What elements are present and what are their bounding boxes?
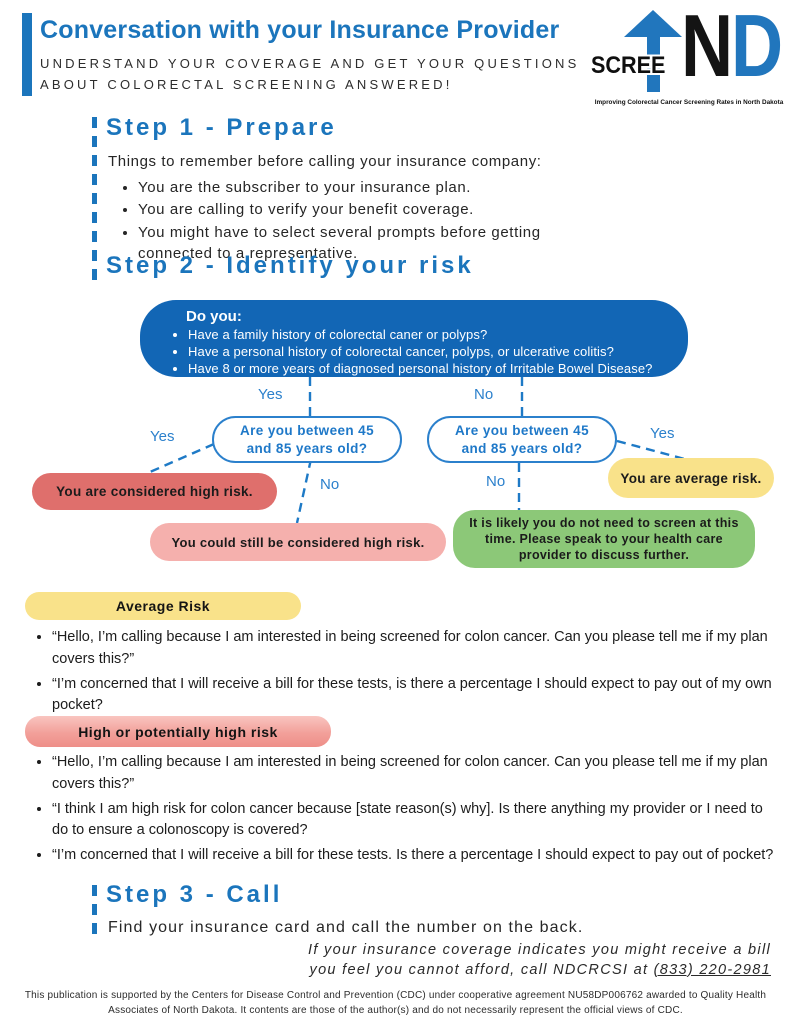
branch-label-no: No — [320, 476, 340, 493]
step1-heading: Step 1 - Prepare — [106, 114, 337, 141]
list-item: “Hello, I’m calling because I am interes… — [52, 752, 775, 796]
outcome-maybe-high-risk: You could still be considered high risk. — [150, 523, 446, 561]
step3-heading: Step 3 - Call — [106, 881, 283, 908]
step3-dashed-rule — [92, 885, 97, 942]
list-item: “Hello, I’m calling because I am interes… — [52, 627, 775, 671]
node-text-line: Are you between 45 — [240, 422, 374, 438]
branch-label-yes: Yes — [258, 386, 283, 403]
high-risk-script-list: “Hello, I’m calling because I am interes… — [30, 752, 775, 870]
list-item: “I think I am high risk for colon cancer… — [52, 799, 775, 843]
node-text-line: Are you between 45 — [455, 422, 589, 438]
branch-label-yes: Yes — [150, 428, 175, 445]
step1-dashed-rule — [92, 117, 97, 285]
logo-letter-n: N — [681, 0, 734, 95]
list-item: Have a personal history of colorectal ca… — [188, 343, 676, 360]
node-text-line: and 85 years old? — [246, 440, 368, 456]
average-risk-badge: Average Risk — [25, 592, 301, 620]
do-you-question-box: Do you: Have a family history of colorec… — [140, 300, 688, 377]
average-risk-script-list: “Hello, I’m calling because I am interes… — [30, 627, 775, 720]
subtitle-line-2: ABOUT COLORECTAL SCREENING ANSWERED! — [40, 76, 453, 92]
logo-tagline: Improving Colorectal Cancer Screening Ra… — [594, 99, 784, 106]
node-text-line: and 85 years old? — [461, 440, 583, 456]
logo-text-scree: SCREE — [591, 52, 666, 79]
screend-logo: SCREE N D Improving Colorectal Cancer Sc… — [591, 0, 787, 108]
age-question-node-right: Are you between 45 and 85 years old? — [427, 416, 617, 463]
branch-label-no: No — [486, 473, 506, 490]
step1-bullet-list: You are the subscriber to your insurance… — [118, 177, 608, 265]
age-question-node-left: Are you between 45 and 85 years old? — [212, 416, 402, 463]
note-line-1: If your insurance coverage indicates you… — [308, 942, 771, 958]
affordability-note: If your insurance coverage indicates you… — [308, 941, 771, 980]
note-line-2: you feel you cannot afford, call NDCRCSI… — [308, 961, 771, 981]
page-subtitle: UNDERSTAND YOUR COVERAGE AND GET YOUR QU… — [40, 54, 580, 96]
footer-disclaimer: This publication is supported by the Cen… — [24, 990, 767, 1016]
phone-number-link[interactable]: (833) 220-2981 — [653, 961, 771, 978]
do-you-heading: Do you: — [186, 308, 242, 325]
branch-label-no: No — [474, 386, 494, 403]
list-item: “I’m concerned that I will receive a bil… — [52, 674, 775, 718]
high-risk-badge: High or potentially high risk — [25, 716, 331, 747]
outcome-average-risk: You are average risk. — [608, 458, 774, 498]
note-line-2-text: you feel you cannot afford, call NDCRCSI… — [309, 961, 654, 978]
page-title: Conversation with your Insurance Provide… — [40, 16, 560, 44]
list-item: “I’m concerned that I will receive a bil… — [52, 845, 775, 867]
arrow-up-icon — [647, 28, 660, 92]
header-accent-bar — [22, 13, 32, 96]
subtitle-line-1: UNDERSTAND YOUR COVERAGE AND GET YOUR QU… — [40, 56, 580, 71]
list-item: You are the subscriber to your insurance… — [138, 177, 608, 198]
do-you-bullet-list: Have a family history of colorectal cane… — [156, 326, 676, 377]
footer: This publication is supported by the Cen… — [8, 988, 783, 1018]
arrow-up-icon — [624, 10, 682, 37]
logo-letter-d: D — [731, 0, 784, 95]
step2-heading: Step 2 - Identify your risk — [106, 252, 474, 279]
step3-body: Find your insurance card and call the nu… — [108, 919, 584, 936]
list-item: You are calling to verify your benefit c… — [138, 199, 608, 220]
branch-label-yes: Yes — [650, 425, 675, 442]
outcome-high-risk: You are considered high risk. — [32, 473, 277, 510]
list-item: Have 8 or more years of diagnosed person… — [188, 360, 676, 377]
step1-intro: Things to remember before calling your i… — [108, 153, 542, 170]
list-item: You might have to select several prompts… — [138, 222, 608, 265]
list-item: Have a family history of colorectal cane… — [188, 326, 676, 343]
outcome-no-screen: It is likely you do not need to screen a… — [453, 510, 755, 568]
risk-flowchart: Do you: Have a family history of colorec… — [0, 292, 791, 592]
